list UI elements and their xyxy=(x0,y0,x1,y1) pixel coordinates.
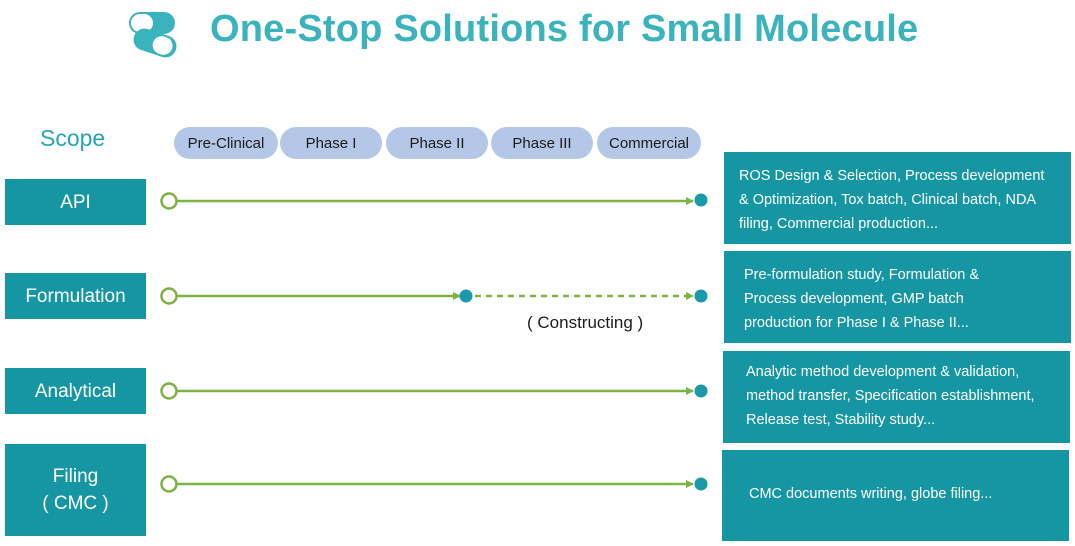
desc-line: Analytic method development & validation… xyxy=(746,364,1020,380)
row-label-text: Filing xyxy=(52,466,99,487)
row-label-analytical: Analytical xyxy=(5,368,146,414)
desc-api: ROS Design & Selection, Process developm… xyxy=(724,152,1071,244)
row-label-text: API xyxy=(60,191,91,213)
row-label-text: Formulation xyxy=(25,285,126,307)
filing-start-node xyxy=(160,475,178,493)
row-label-subtext: ( CMC ) xyxy=(42,493,109,514)
phase-1: Phase I xyxy=(280,127,382,159)
formulation-start-node xyxy=(160,287,178,305)
scope-label: Scope xyxy=(40,125,106,151)
desc-line: & Optimization, Tox batch, Clinical batc… xyxy=(739,192,1037,208)
row-label-formulation: Formulation xyxy=(5,273,146,319)
api-end-node xyxy=(694,193,708,207)
analytical-start-node xyxy=(160,382,178,400)
formulation-mid-node xyxy=(459,289,473,303)
phase-2: Phase II xyxy=(386,127,488,159)
desc-analytical: Analytic method development & validation… xyxy=(723,351,1070,443)
page-title: One-Stop Solutions for Small Molecule xyxy=(210,8,919,50)
row-label-api: API xyxy=(5,179,146,225)
filing-end-node xyxy=(694,477,708,491)
phase-pre-clinical: Pre-Clinical xyxy=(174,127,278,159)
desc-filing: CMC documents writing, globe filing... xyxy=(722,450,1069,541)
row-label-filing: Filing ( CMC ) xyxy=(5,444,146,536)
desc-formulation: Pre-formulation study, Formulation & Pro… xyxy=(724,251,1071,343)
constructing-note: ( Constructing ) xyxy=(527,313,644,332)
desc-line: filing, Commercial production... xyxy=(739,216,939,232)
phase-3: Phase III xyxy=(491,127,593,159)
row-label-text: Analytical xyxy=(34,380,117,402)
formulation-end-node xyxy=(694,289,708,303)
phase-commercial: Commercial xyxy=(597,127,701,159)
api-start-node xyxy=(160,192,178,210)
desc-line: ROS Design & Selection, Process developm… xyxy=(739,168,1045,184)
desc-line: method transfer, Specification establish… xyxy=(746,388,1035,404)
desc-line: production for Phase I & Phase II... xyxy=(744,315,969,331)
capsule-icon xyxy=(129,12,177,58)
analytical-end-node xyxy=(694,384,708,398)
desc-line: CMC documents writing, globe filing... xyxy=(749,486,993,502)
desc-line: Process development, GMP batch xyxy=(744,291,964,307)
desc-line: Pre-formulation study, Formulation & xyxy=(744,267,980,283)
desc-line: Release test, Stability study... xyxy=(746,412,936,428)
